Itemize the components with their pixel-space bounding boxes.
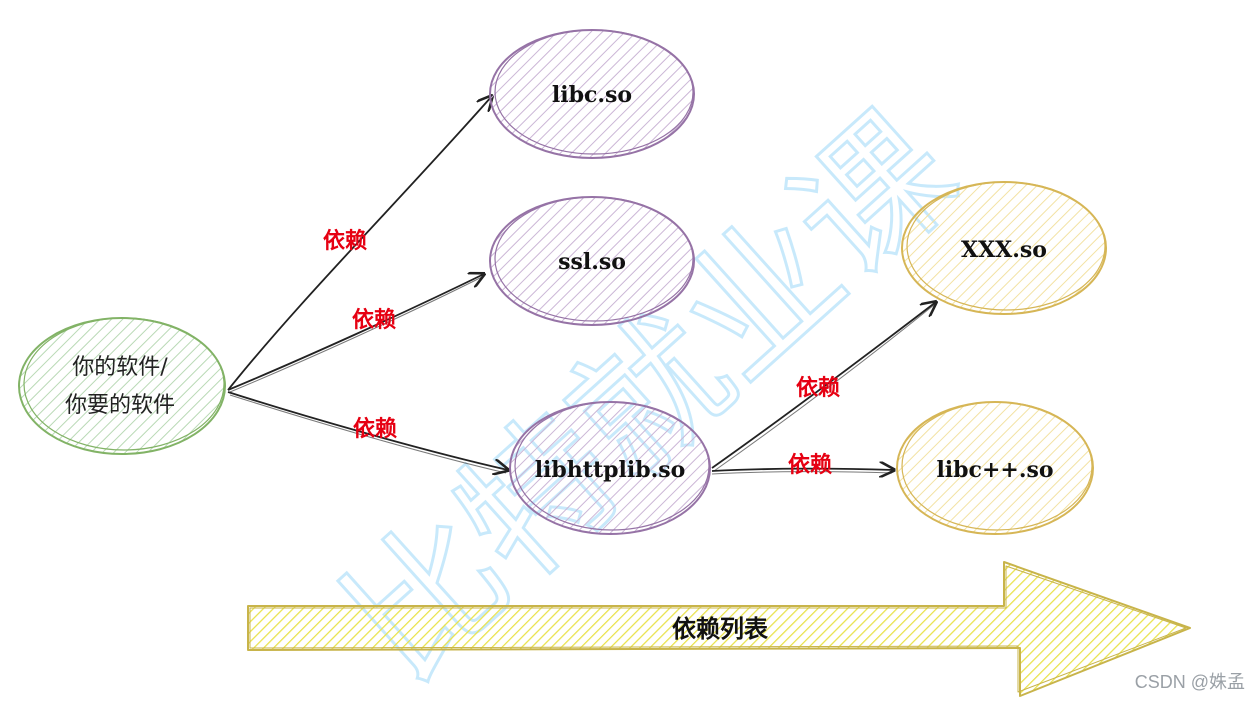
node-ssl: ssl.so (489, 196, 695, 326)
dependency-list-label: 依赖列表 (672, 615, 769, 643)
node-libcpp: libc++.so (896, 401, 1094, 535)
node-label-xxx: XXX.so (961, 237, 1047, 263)
edge-label-root-libc: 依赖 (323, 228, 367, 254)
dependency-list-arrow: 依赖列表 (247, 561, 1191, 697)
edge-label-root-libhttplib: 依赖 (353, 416, 397, 442)
node-libhttplib: libhttplib.so (509, 401, 711, 535)
node-xxx: XXX.so (901, 181, 1107, 315)
edge-libhttplib-libcpp (711, 469, 894, 471)
edges (227, 96, 936, 474)
node-label-libc: libc.so (552, 82, 632, 108)
csdn-credit: CSDN @姝孟 (1135, 672, 1245, 692)
node-label-libhttplib: libhttplib.so (535, 457, 686, 483)
node-label-ssl: ssl.so (558, 249, 626, 275)
node-libc: libc.so (489, 29, 695, 159)
edge-label-libhttplib-xxx: 依赖 (796, 375, 840, 401)
root-label-line1: 你的软件/ (72, 355, 168, 380)
root-label-line2: 你要的软件 (65, 393, 175, 418)
node-label-libcpp: libc++.so (936, 457, 1053, 483)
edge-label-root-ssl: 依赖 (352, 307, 396, 333)
node-root: 你的软件/ 你要的软件 (18, 317, 226, 455)
edge-root-ssl (227, 274, 484, 391)
edge-root-libhttplib (227, 391, 508, 470)
edge-libhttplib-xxx (711, 302, 936, 469)
edge-label-libhttplib-libcpp: 依赖 (788, 452, 832, 478)
